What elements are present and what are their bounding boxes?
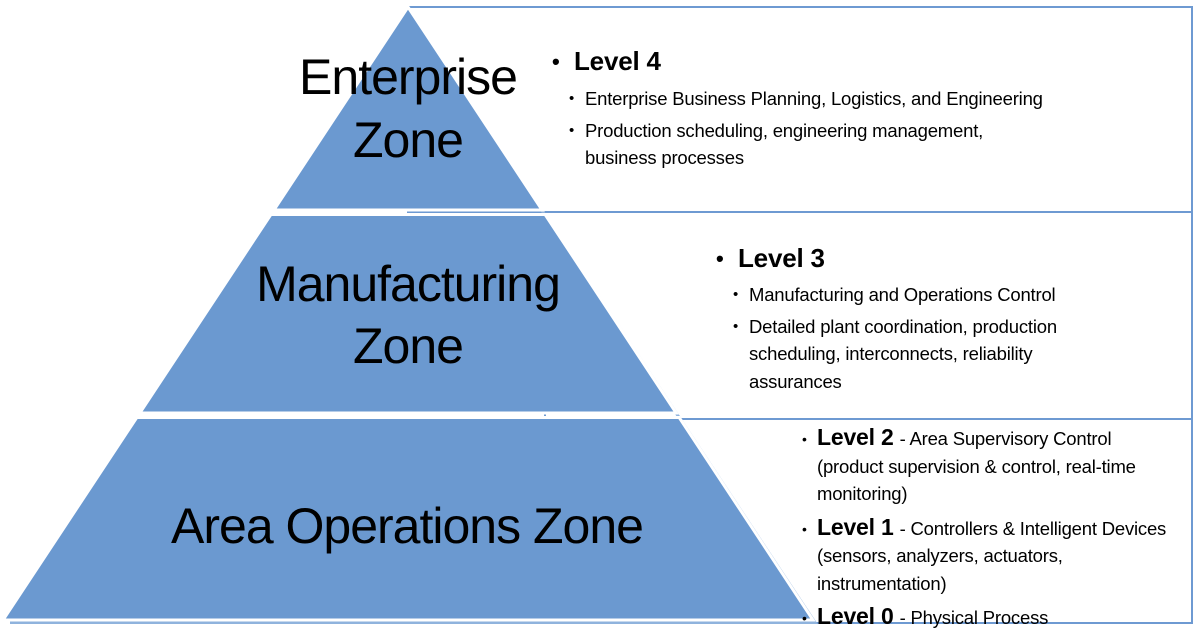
level0-row: • Level 0- Physical Process — [802, 603, 1194, 629]
level210-panel: • Level 2- Area Supervisory Control (pro… — [802, 424, 1194, 629]
bullet-icon: • — [569, 121, 575, 139]
level0-desc: - Physical Process — [899, 607, 1049, 628]
enterprise-zone-label: Enterprise Zone — [158, 46, 658, 172]
zone-label-line: Zone — [353, 318, 464, 374]
level0-text: Level 0- Physical Process — [817, 603, 1169, 629]
zone-label-line: Zone — [353, 112, 464, 168]
level1-row: • Level 1- Controllers & Intelligent Dev… — [802, 514, 1194, 598]
level3-bullet-text: Detailed plant coordination, production … — [749, 315, 1057, 392]
level3-panel: • Level 3 • Manufacturing and Operations… — [716, 243, 1196, 395]
level4-bullet-text: Enterprise Business Planning, Logistics,… — [585, 88, 1043, 109]
level2-name: Level 2 — [817, 424, 894, 450]
zone-label-line: Area Operations Zone — [171, 498, 644, 554]
level0-name: Level 0 — [817, 603, 894, 629]
level4-bullet-text: Production scheduling, engineering manag… — [585, 119, 984, 169]
level4-bullet-row: • Production scheduling, engineering man… — [569, 117, 1172, 172]
pyramid-band-manufacturing — [137, 213, 679, 415]
level4-bullet-row: • Enterprise Business Planning, Logistic… — [569, 85, 1172, 113]
bullet-icon: • — [552, 49, 560, 74]
level3-heading-row: • Level 3 — [716, 243, 1196, 274]
manufacturing-zone-label: Manufacturing Zone — [158, 253, 658, 377]
zone-label-line: Manufacturing — [256, 256, 561, 312]
level4-heading-row: • Level 4 — [552, 46, 1172, 77]
bullet-icon: • — [802, 610, 807, 626]
level1-desc: - Controllers & Intelligent Devices (sen… — [817, 517, 1167, 594]
level3-bullet-row: • Manufacturing and Operations Control — [733, 281, 1196, 309]
level3-bullet-text: Manufacturing and Operations Control — [749, 284, 1056, 305]
zone-label-line: Enterprise — [299, 49, 518, 105]
bullet-icon: • — [716, 246, 724, 271]
level2-row: • Level 2- Area Supervisory Control (pro… — [802, 424, 1194, 508]
level4-heading: Level 4 — [574, 46, 661, 76]
level1-text: Level 1- Controllers & Intelligent Devic… — [817, 514, 1169, 598]
level4-panel-box — [407, 6, 1193, 213]
bullet-icon: • — [733, 317, 739, 335]
level4-panel: • Level 4 • Enterprise Business Planning… — [552, 46, 1172, 172]
bullet-icon: • — [802, 431, 807, 447]
level1-name: Level 1 — [817, 513, 894, 540]
level3-bullet-row: • Detailed plant coordination, productio… — [733, 313, 1196, 396]
bullet-icon: • — [802, 520, 807, 537]
area-operations-zone-label: Area Operations Zone — [107, 495, 707, 558]
level2-text: Level 2- Area Supervisory Control (produ… — [817, 424, 1169, 508]
level2-desc: - Area Supervisory Control (product supe… — [817, 428, 1136, 504]
bullet-icon: • — [733, 286, 739, 303]
pyramid-band-enterprise — [271, 4, 545, 212]
bullet-icon: • — [569, 90, 575, 107]
level3-heading: Level 3 — [738, 243, 825, 273]
pyramid-band-area-operations — [0, 416, 816, 622]
